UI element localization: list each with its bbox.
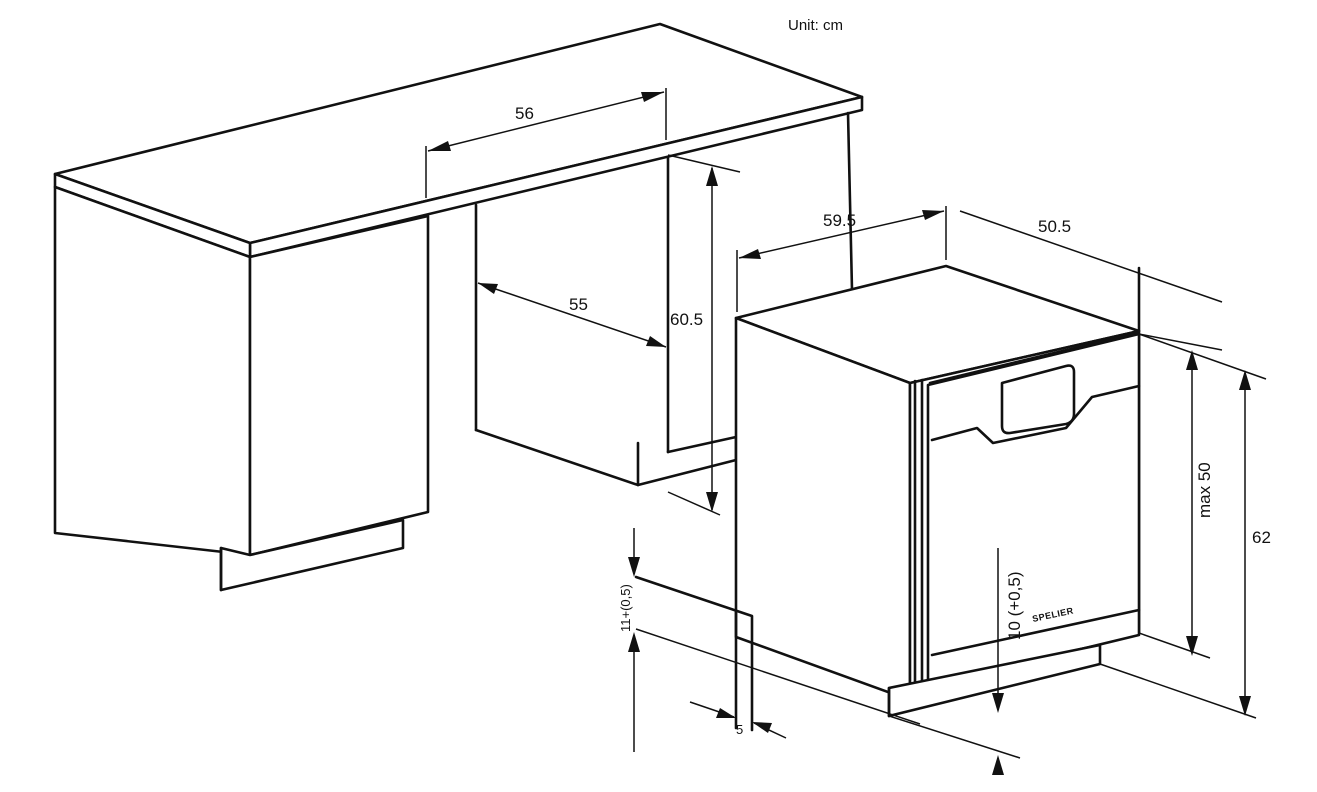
appliance-depth-label: 50.5 <box>1038 217 1071 236</box>
plinth-detail <box>634 575 754 732</box>
door-clearance-label: 10 (+0,5) <box>1005 571 1024 640</box>
niche-back-wall <box>474 111 854 487</box>
kitchen-cabinet <box>53 22 864 592</box>
total-height-label: 62 <box>1252 528 1271 547</box>
plinth-height-label: 11+(0,5) <box>618 584 633 632</box>
niche-width-label: 56 <box>515 104 534 123</box>
dishwasher: SPELIER <box>734 264 1141 718</box>
niche-depth-label: 55 <box>569 295 588 314</box>
niche-height-label: 60.5 <box>670 310 703 329</box>
plinth-recess-label: 5 <box>736 722 743 737</box>
dimension-labels: Unit: cm 56 55 60.5 59.5 50.5 max 50 62 … <box>515 17 1271 737</box>
unit-label: Unit: cm <box>788 17 843 34</box>
dimension-lines <box>425 88 1267 775</box>
appliance-width-label: 59.5 <box>823 211 856 230</box>
door-height-label: max 50 <box>1195 462 1214 518</box>
